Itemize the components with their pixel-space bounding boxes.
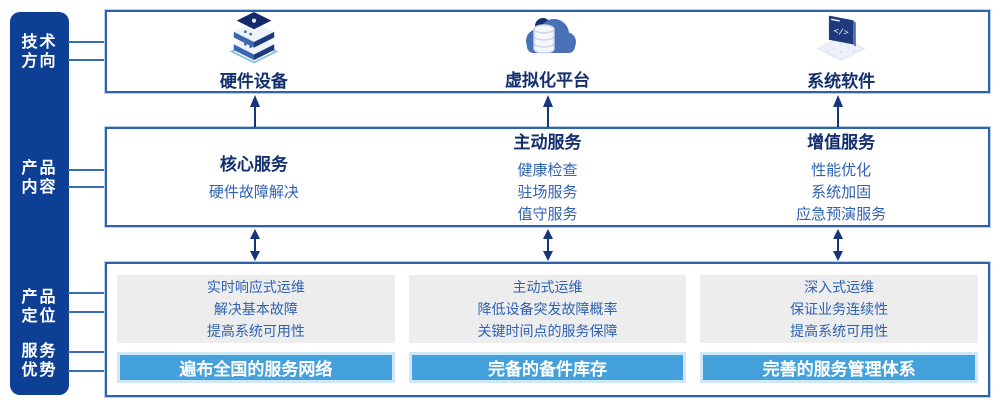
- positioning-line: 提高系统可用性: [206, 323, 305, 339]
- connector-line: [68, 351, 107, 353]
- rail-label-tech-direction: 技术 方向: [21, 34, 58, 70]
- up-arrow: [250, 95, 843, 127]
- tech-label: 系统软件: [807, 72, 876, 91]
- advantage-banner: 完善的服务管理体系: [700, 352, 979, 383]
- positioning-line: 深入式运维: [804, 279, 875, 295]
- service-item: 性能优化: [811, 162, 872, 179]
- connector-line: [68, 186, 107, 188]
- service-item: 值守服务: [517, 206, 578, 223]
- positioning-col-realtime: 实时响应式运维 解决基本故障 提高系统可用性 遍布全国的服务网络: [117, 275, 395, 383]
- service-item: 健康检查: [517, 162, 578, 179]
- positioning-panel: 实时响应式运维 解决基本故障 提高系统可用性: [117, 275, 395, 343]
- connector-line: [68, 41, 107, 43]
- server-stack-icon: [224, 11, 284, 63]
- service-item: 系统加固: [811, 184, 872, 201]
- tech-direction-box: 硬件设备: [105, 10, 990, 93]
- tech-item-virtualization: 虚拟化平台: [401, 12, 695, 91]
- positioning-panel: 深入式运维 保证业务连续性 提高系统可用性: [700, 275, 979, 343]
- service-item: 驻场服务: [517, 184, 578, 201]
- double-arrow: [250, 229, 843, 261]
- positioning-line: 提高系统可用性: [790, 323, 889, 339]
- service-item: 应急预演服务: [796, 206, 887, 223]
- tech-item-system-software: </> 系统软件: [694, 12, 988, 91]
- service-col-core: 核心服务 硬件故障解决: [107, 129, 401, 225]
- service-title: 主动服务: [513, 133, 582, 152]
- service-title: 核心服务: [219, 155, 288, 174]
- positioning-panel: 主动式运维 降低设备突发故障概率 关键时间点的服务保障: [408, 275, 687, 343]
- positioning-line: 解决基本故障: [213, 301, 298, 317]
- connector-line: [68, 370, 107, 372]
- connector-line: [68, 292, 107, 294]
- code-window-icon: </>: [811, 11, 871, 63]
- positioning-line: 保证业务连续性: [790, 301, 889, 317]
- connector-line: [68, 59, 107, 61]
- connector-line: [68, 311, 107, 313]
- rail-label-product-content: 产品 内容: [21, 160, 58, 196]
- service-col-value-added: 增值服务 性能优化 系统加固 应急预演服务: [694, 129, 988, 225]
- rail-label-service-advantage: 服务 优势: [21, 343, 58, 379]
- positioning-line: 主动式运维: [512, 279, 583, 295]
- svg-text:</>: </>: [833, 25, 849, 37]
- connector-line: [68, 169, 107, 171]
- cloud-database-icon: [516, 12, 580, 62]
- service-title: 增值服务: [807, 133, 876, 152]
- tech-label: 硬件设备: [219, 72, 288, 91]
- positioning-col-deep: 深入式运维 保证业务连续性 提高系统可用性 完善的服务管理体系: [700, 275, 979, 383]
- advantage-banner: 遍布全国的服务网络: [117, 352, 395, 383]
- left-rail: 技术 方向 产品 内容 产品 定位 服务 优势: [10, 12, 69, 395]
- positioning-line: 降低设备突发故障概率: [477, 301, 618, 317]
- service-col-proactive: 主动服务 健康检查 驻场服务 值守服务: [401, 129, 695, 225]
- service-item: 硬件故障解决: [208, 184, 299, 201]
- tech-label: 虚拟化平台: [505, 71, 590, 90]
- product-content-box: 核心服务 硬件故障解决 主动服务 健康检查 驻场服务 值守服务 增值服务 性能优…: [105, 127, 990, 227]
- tech-item-hardware: 硬件设备: [107, 11, 401, 91]
- positioning-advantage-box: 实时响应式运维 解决基本故障 提高系统可用性 遍布全国的服务网络 主动式运维 降…: [105, 262, 990, 397]
- positioning-line: 关键时间点的服务保障: [477, 323, 618, 339]
- advantage-banner: 完备的备件库存: [408, 352, 687, 383]
- rail-label-product-position: 产品 定位: [21, 289, 58, 325]
- positioning-line: 实时响应式运维: [206, 279, 305, 295]
- positioning-col-proactive: 主动式运维 降低设备突发故障概率 关键时间点的服务保障 完备的备件库存: [408, 275, 687, 383]
